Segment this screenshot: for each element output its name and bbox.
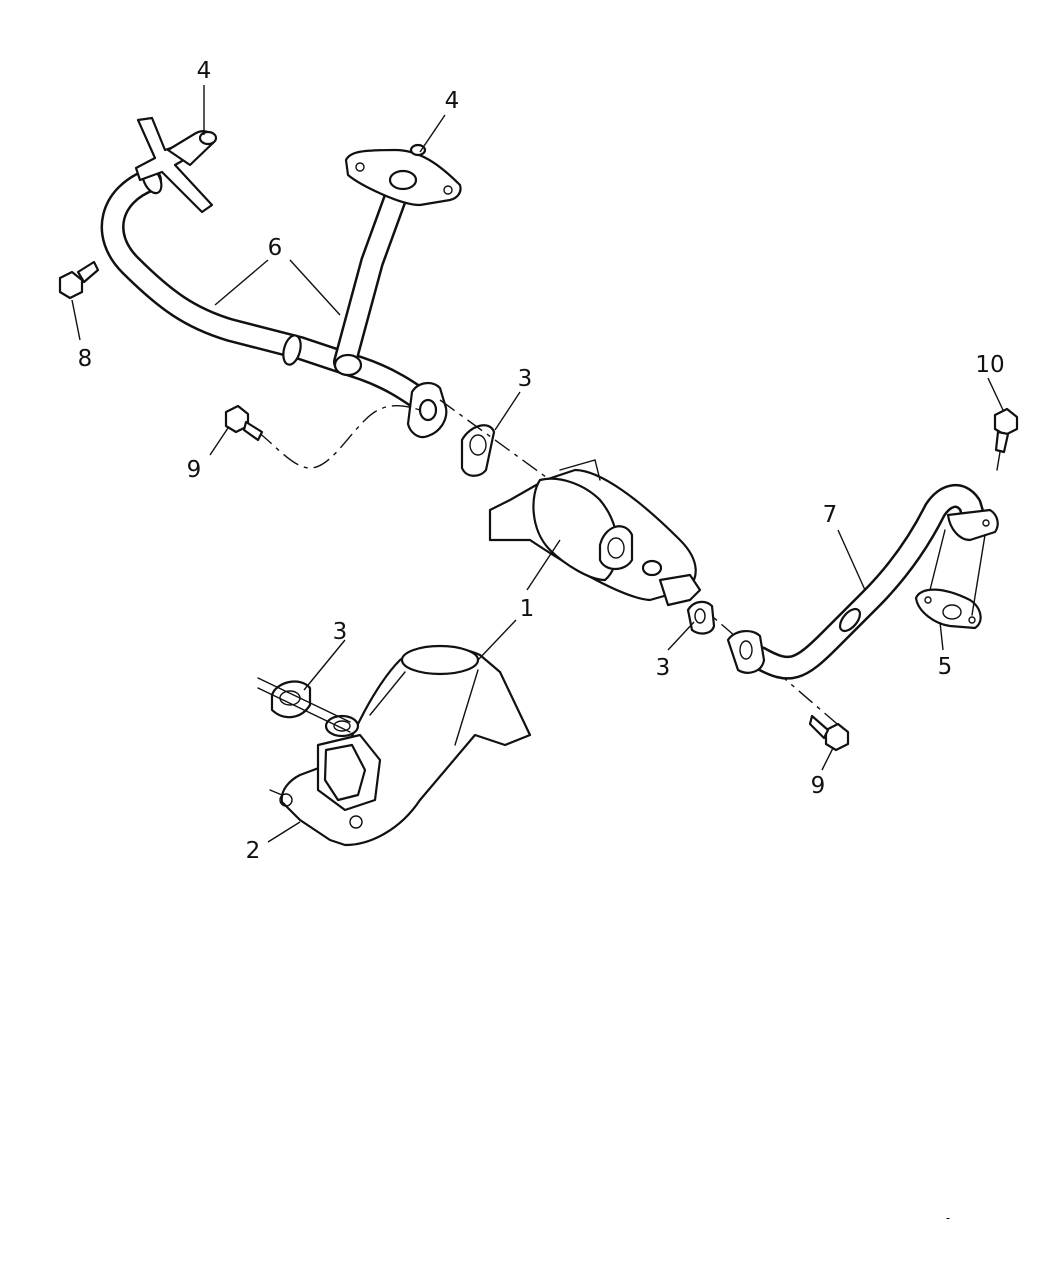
callout-1-upper: 1 — [520, 596, 535, 622]
egr-tube-assembly-part-6 — [100, 165, 440, 417]
egr-valve-part-1-center — [488, 459, 702, 607]
callout-3-upper: 3 — [518, 366, 533, 392]
callout-10: 10 — [975, 352, 1004, 378]
footer-mark: - — [946, 1211, 950, 1225]
gasket-part-3-upper — [460, 424, 496, 477]
callout-2: 2 — [246, 838, 261, 864]
egr-tube-part-7 — [726, 484, 999, 680]
callout-9-upper: 9 — [187, 457, 202, 483]
alignment-line-bolt-9 — [257, 404, 421, 469]
egr-valve-part-1-lower — [269, 644, 532, 847]
bolt-part-8 — [58, 260, 100, 300]
gasket-part-3-left — [257, 677, 351, 733]
callout-8: 8 — [78, 346, 93, 372]
bolt-part-9-upper — [224, 404, 264, 442]
bolt-part-9-lower — [808, 714, 850, 752]
leader-lines — [71, 85, 1004, 843]
callout-7: 7 — [823, 502, 838, 528]
callout-9-lower: 9 — [811, 773, 826, 799]
gasket-part-3-right — [686, 600, 716, 635]
bolt-part-10 — [993, 407, 1019, 471]
gasket-part-5 — [914, 529, 986, 630]
flange-gasket-part-4-left — [134, 116, 218, 214]
tube-end-flange — [406, 382, 448, 439]
callout-5: 5 — [938, 654, 953, 680]
callout-6: 6 — [268, 235, 283, 261]
callout-4-right: 4 — [445, 88, 460, 114]
flange-gasket-part-4-right — [344, 143, 462, 207]
callout-3-left: 3 — [333, 619, 348, 645]
callout-4-left: 4 — [197, 58, 212, 84]
callout-3-right: 3 — [656, 655, 671, 681]
